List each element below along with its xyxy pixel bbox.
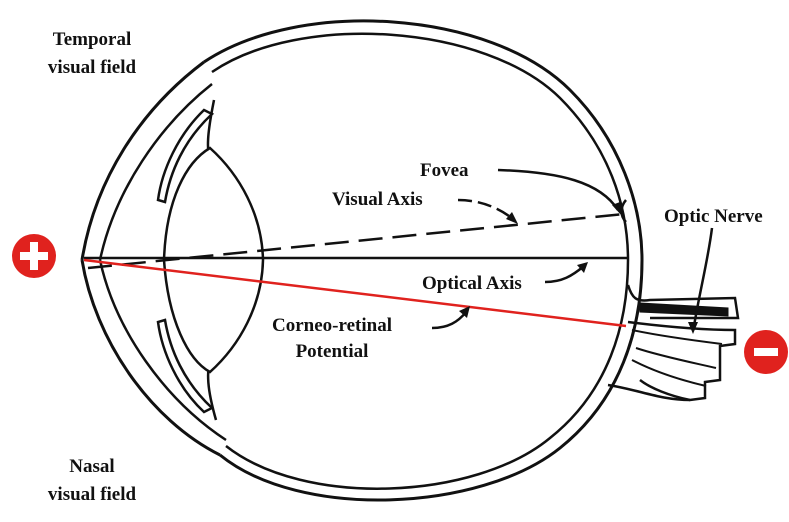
- sclera-inner: [212, 34, 628, 489]
- fovea-label: Fovea: [420, 160, 469, 181]
- temporal-field-label-line1: Temporal: [53, 29, 131, 50]
- temporal-field-label-line2: visual field: [48, 57, 137, 78]
- corneo-retinal-label-line1: Corneo-retinal: [272, 315, 392, 336]
- minus-circle-icon: [744, 330, 788, 374]
- nasal-field-label-line2: visual field: [48, 484, 137, 505]
- optical-axis-pointer-arrow: [545, 266, 584, 282]
- visual-axis-pointer-arrow: [458, 200, 514, 220]
- corneo-retinal-label-line2: Potential: [296, 341, 369, 362]
- optical-axis-label: Optical Axis: [422, 273, 522, 294]
- optic-nerve-band: [640, 303, 728, 316]
- sclera-outer: [204, 21, 642, 500]
- corneo-pointer-arrow: [432, 312, 466, 328]
- optic-nerve-fibers-2: [636, 348, 716, 368]
- optic-nerve-label: Optic Nerve: [664, 206, 763, 227]
- plus-circle-icon: [12, 234, 56, 278]
- optic-nerve-fibers-1: [632, 330, 722, 344]
- visual-axis-label: Visual Axis: [332, 189, 423, 210]
- fovea-pointer-arrow: [498, 170, 618, 210]
- nasal-field-label-line1: Nasal: [69, 456, 114, 477]
